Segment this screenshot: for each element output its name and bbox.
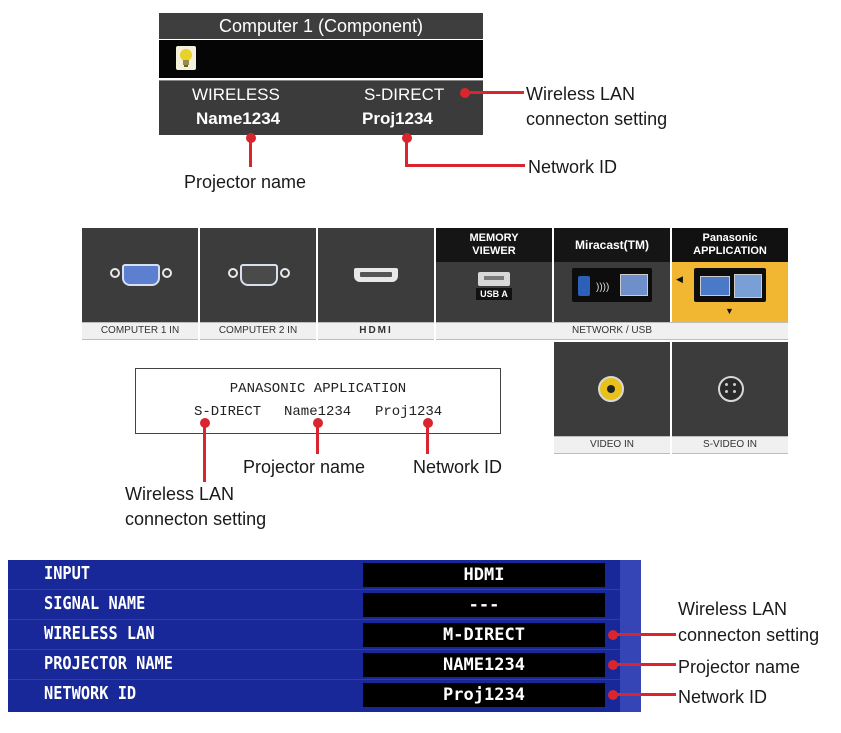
- lamp-icon: [176, 46, 196, 70]
- callout-line: [426, 424, 429, 454]
- callout-dot: [200, 418, 210, 428]
- label-svideo-in: S-VIDEO IN: [672, 436, 788, 454]
- osd-input-title: Computer 1 (Component): [159, 13, 483, 39]
- callout-wireless-line2: connecton setting: [678, 625, 820, 645]
- usb-port-icon: [478, 272, 510, 286]
- lcd-mode: S-DIRECT: [194, 404, 262, 420]
- menu-label-signal-name: SIGNAL NAME: [44, 593, 146, 614]
- projector-name-value: Name1234: [196, 109, 281, 128]
- memory-viewer-line1: MEMORY: [469, 232, 519, 244]
- label-hdmi: HDMI: [318, 322, 434, 340]
- callout-wireless-line2: connecton setting: [125, 509, 267, 529]
- callout-line: [405, 164, 525, 167]
- callout-line: [249, 137, 252, 167]
- tile-video-in[interactable]: [554, 342, 670, 436]
- arrow-down-icon: ▼: [725, 306, 734, 316]
- vga-port-icon: [240, 264, 278, 286]
- callout-line: [405, 137, 408, 167]
- callout-wireless-line1: Wireless LAN: [125, 484, 235, 504]
- callout-projector-name: Projector name: [678, 657, 801, 677]
- callout-line: [616, 633, 676, 636]
- menu-label-wireless-lan: WIRELESS LAN: [44, 623, 155, 644]
- panasonic-app-icon: [694, 268, 766, 302]
- menu-value-network-id: Proj1234: [363, 683, 605, 707]
- wireless-mode-value: S-DIRECT: [364, 85, 445, 104]
- label-computer2: COMPUTER 2 IN: [200, 322, 316, 340]
- menu-label-projector-name: PROJECTOR NAME: [44, 653, 173, 674]
- callout-dot: [608, 660, 618, 670]
- panasonic-line2: APPLICATION: [693, 245, 767, 257]
- svideo-port-icon: [718, 376, 744, 402]
- callout-wireless-line2: connecton setting: [526, 109, 668, 129]
- callout-projector-name: Projector name: [184, 172, 307, 192]
- callout-line: [616, 693, 676, 696]
- hdmi-port-icon: [354, 268, 398, 282]
- osd-network-panel: WIRELESS S-DIRECT Name1234 Proj1234: [159, 80, 483, 135]
- menu-scrollbar: [620, 560, 641, 712]
- callout-line: [616, 663, 676, 666]
- tile-hdmi[interactable]: [318, 228, 434, 322]
- lcd-name: Name1234: [284, 404, 352, 420]
- miracast-icon: )))): [572, 268, 652, 302]
- menu-label-network-id: NETWORK ID: [44, 683, 137, 704]
- callout-dot: [423, 418, 433, 428]
- callout-projector-name: Projector name: [243, 457, 366, 477]
- vga-port-icon: [122, 264, 160, 286]
- arrow-left-icon: ◀: [676, 274, 683, 284]
- label-video-in: VIDEO IN: [554, 436, 670, 454]
- menu-value-projector-name: NAME1234: [363, 653, 605, 677]
- callout-line: [203, 424, 206, 482]
- tile-computer1[interactable]: [82, 228, 198, 322]
- tile-computer2[interactable]: [200, 228, 316, 322]
- callout-network-id: Network ID: [528, 157, 618, 177]
- callout-dot: [608, 630, 618, 640]
- network-id-value: Proj1234: [362, 109, 433, 128]
- callout-dot: [313, 418, 323, 428]
- menu-value-signal-name: ---: [363, 593, 605, 617]
- callout-network-id: Network ID: [678, 687, 768, 707]
- callout-wireless-line1: Wireless LAN: [526, 84, 636, 104]
- wireless-label: WIRELESS: [192, 85, 280, 104]
- callout-wireless-line1: Wireless LAN: [678, 599, 788, 619]
- menu-value-input: HDMI: [363, 563, 605, 587]
- callout-dot: [460, 88, 470, 98]
- memory-viewer-line2: VIEWER: [472, 245, 516, 257]
- tile-svideo-in[interactable]: [672, 342, 788, 436]
- label-network-usb: NETWORK / USB: [436, 322, 788, 340]
- callout-network-id: Network ID: [413, 457, 503, 477]
- rca-port-icon: [598, 376, 624, 402]
- callout-line: [316, 424, 319, 454]
- osd-message-bar: [159, 40, 483, 78]
- panasonic-line1: Panasonic: [702, 232, 758, 244]
- label-computer1: COMPUTER 1 IN: [82, 322, 198, 340]
- lcd-id: Proj1234: [375, 404, 443, 420]
- usb-label: USB A: [476, 288, 512, 300]
- menu-label-input: INPUT: [44, 563, 91, 584]
- callout-dot: [608, 690, 618, 700]
- miracast-label: Miracast(TM): [554, 228, 670, 262]
- menu-value-wireless-lan: M-DIRECT: [363, 623, 605, 647]
- callout-line: [468, 91, 524, 94]
- lcd-line1: PANASONIC APPLICATION: [229, 381, 407, 397]
